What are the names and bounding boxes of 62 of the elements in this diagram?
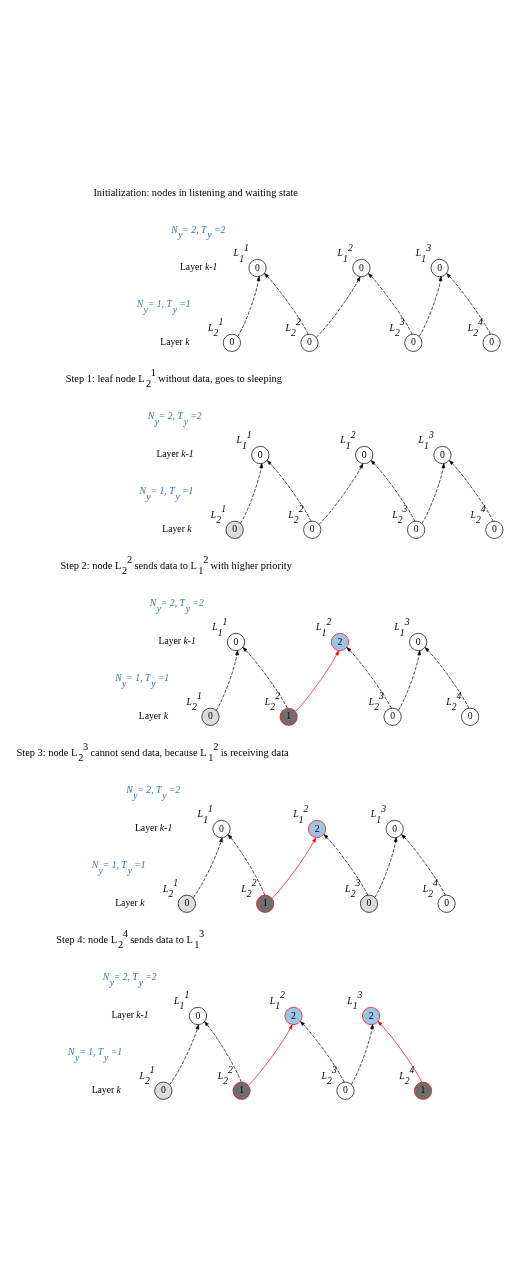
label: Layer k: [138, 709, 168, 721]
arrow: [204, 1021, 242, 1083]
node-circle: 0: [383, 707, 402, 726]
label: Initialization: nodes in listening and waiting state: [93, 186, 298, 198]
node-circle: 0: [154, 1081, 173, 1100]
arrow: [242, 647, 288, 709]
node-circle: 0: [300, 333, 319, 352]
arrow: [227, 834, 266, 896]
arrow: [370, 460, 416, 522]
arrow: [377, 1021, 423, 1083]
node-circle: 0: [461, 707, 480, 726]
label: Layer k-1: [158, 634, 196, 646]
arrow: [424, 647, 470, 709]
node-circle: 1: [256, 894, 275, 913]
node-circle: 2: [330, 633, 349, 651]
arrow: [323, 834, 369, 896]
node-circle: 1: [232, 1081, 251, 1100]
node-circle: 0: [336, 1081, 355, 1100]
node-circle: 0: [437, 894, 456, 913]
label: Layer k-1: [179, 260, 218, 272]
arrow: [398, 650, 421, 711]
label: Layer k: [115, 896, 145, 908]
node-circle: 0: [407, 520, 426, 539]
arrow: [300, 1021, 345, 1083]
node-circle: 0: [225, 520, 244, 539]
arrow: [368, 273, 413, 335]
node-circle: 0: [222, 333, 241, 352]
label: Layer k: [162, 522, 192, 534]
arrow: [421, 463, 446, 524]
node-circle: 0: [177, 894, 196, 913]
arrow: [374, 837, 398, 898]
label: Layer k: [160, 335, 190, 347]
node-circle: 0: [360, 894, 378, 913]
label: Layer k-1: [134, 821, 173, 833]
arrow: [446, 273, 491, 335]
node-circle: 0: [404, 333, 423, 352]
arrow: [295, 650, 340, 712]
arrow: [418, 276, 443, 337]
arrow: [271, 837, 317, 899]
arrow: [266, 460, 312, 522]
arrow: [346, 647, 392, 709]
node-circle: 0: [482, 333, 501, 352]
arrow: [350, 1024, 374, 1085]
arrow: [237, 276, 261, 337]
arrow: [316, 276, 361, 338]
node-circle: 1: [279, 707, 298, 726]
arrow: [240, 463, 264, 524]
arrow: [215, 650, 239, 711]
node-circle: 0: [485, 520, 504, 539]
node-circle: 1: [414, 1081, 433, 1100]
arrow: [248, 1024, 293, 1086]
arrow: [449, 460, 494, 522]
arrow: [192, 837, 223, 898]
label: Layer k: [91, 1083, 121, 1095]
arrow: [169, 1024, 200, 1085]
node-circle: 0: [303, 520, 322, 539]
arrow: [318, 463, 364, 525]
arrow: [264, 273, 309, 335]
node-circle: 0: [201, 707, 220, 726]
label: Layer k-1: [156, 447, 194, 459]
arrow: [401, 834, 446, 896]
label: Layer k-1: [111, 1008, 149, 1020]
